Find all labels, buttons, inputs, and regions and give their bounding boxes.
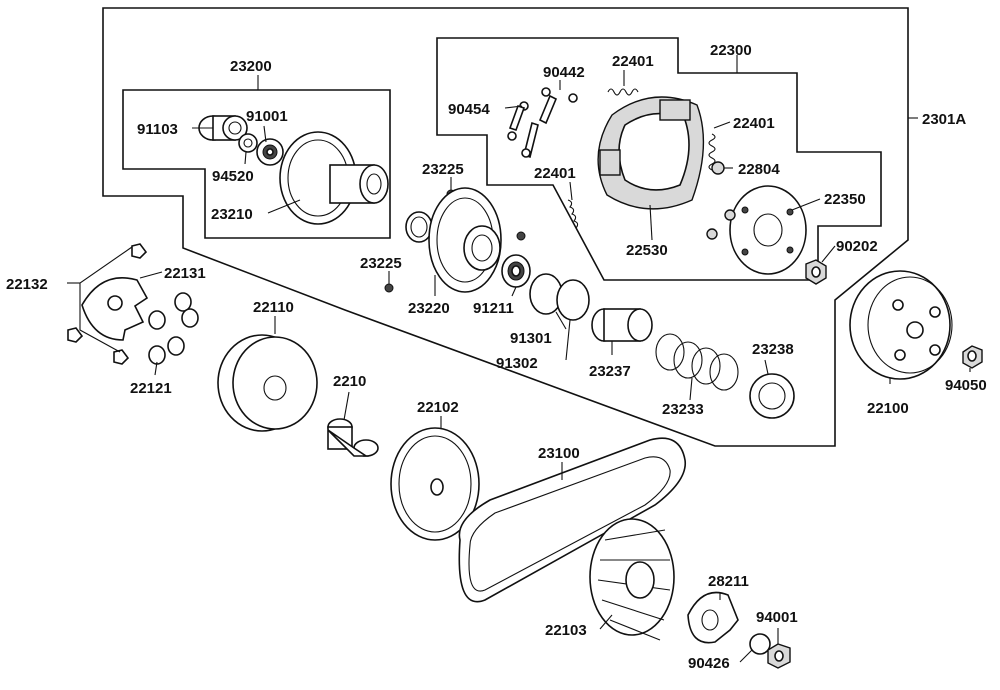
belt-23100 [458, 437, 686, 603]
label-2301a: 2301A [922, 111, 966, 128]
label-22131: 22131 [164, 265, 206, 282]
label-91302: 91302 [496, 355, 538, 372]
label-22401-right: 22401 [733, 115, 775, 132]
label-2210: 2210 [333, 373, 366, 390]
label-91211: 91211 [473, 300, 514, 317]
label-90202: 90202 [836, 238, 878, 255]
assembly-23200-outline [122, 89, 391, 239]
leader-lines [67, 55, 971, 663]
label-23220: 23220 [408, 300, 450, 317]
label-22350: 22350 [824, 191, 866, 208]
spring-22401-top [607, 88, 639, 96]
label-94001: 94001 [756, 609, 798, 626]
spring-22401-left [567, 199, 579, 229]
label-28211: 28211 [708, 573, 749, 590]
drive-plate-22102 [390, 427, 480, 541]
label-23210: 23210 [211, 206, 253, 223]
links-90442-90454 [507, 87, 578, 159]
bearing-91211 [501, 254, 531, 288]
fan-22103 [589, 518, 675, 641]
label-91103: 91103 [137, 121, 178, 138]
label-91301: 91301 [510, 330, 552, 347]
pin-22804 [711, 161, 725, 175]
label-22300: 22300 [710, 42, 752, 59]
oil-seal-23225 [405, 211, 433, 243]
label-22401-top: 22401 [612, 53, 654, 70]
label-23225-top: 23225 [422, 161, 464, 178]
label-23238: 23238 [752, 341, 794, 358]
collar-23237 [591, 308, 653, 342]
bearing-91001 [256, 138, 284, 166]
nut-94050 [962, 345, 983, 369]
pin-23225-bottom [384, 283, 394, 293]
collar-2210 [327, 418, 379, 457]
label-23225-bottom: 23225 [360, 255, 402, 272]
label-22103: 22103 [545, 622, 587, 639]
nut-90202 [805, 259, 827, 285]
label-23237: 23237 [589, 363, 631, 380]
seat-23238 [749, 373, 795, 419]
label-23100: 23100 [538, 445, 580, 462]
label-22121: 22121 [130, 380, 172, 397]
clutch-outer-22100 [849, 270, 953, 380]
label-22401-left: 22401 [534, 165, 576, 182]
pin-middle [516, 231, 526, 241]
spring-23233 [655, 333, 739, 391]
driven-face-23210 [279, 131, 389, 225]
label-91001: 91001 [246, 108, 288, 125]
ramp-plate-22131 [81, 276, 149, 341]
movable-drive-face-22110 [217, 334, 318, 432]
rollers-22121 [148, 292, 199, 365]
label-22100: 22100 [867, 400, 909, 417]
assembly-2301a-outline [102, 7, 909, 447]
clutch-plate-22350 [706, 185, 807, 275]
assembly-22300-outline [436, 37, 882, 281]
nut-94001 [767, 643, 791, 669]
slider-22132 [67, 243, 148, 365]
label-90454: 90454 [448, 101, 490, 118]
washer-90426 [749, 633, 771, 655]
label-22110: 22110 [253, 299, 294, 316]
label-23233: 23233 [662, 401, 704, 418]
spring-22401-right [708, 133, 716, 171]
label-22804: 22804 [738, 161, 780, 178]
washer-94520 [238, 133, 258, 153]
label-22530: 22530 [626, 242, 668, 259]
label-22132: 22132 [6, 276, 48, 293]
label-22102: 22102 [417, 399, 459, 416]
driven-plate-23220 [428, 187, 502, 293]
label-94520: 94520 [212, 168, 254, 185]
label-94050: 94050 [945, 377, 987, 394]
circlip-91302 [556, 279, 590, 321]
ratchet-28211 [687, 591, 739, 644]
label-90442: 90442 [543, 64, 585, 81]
clutch-shoes-22530 [597, 96, 705, 210]
label-23200: 23200 [230, 58, 272, 75]
label-90426: 90426 [688, 655, 730, 672]
